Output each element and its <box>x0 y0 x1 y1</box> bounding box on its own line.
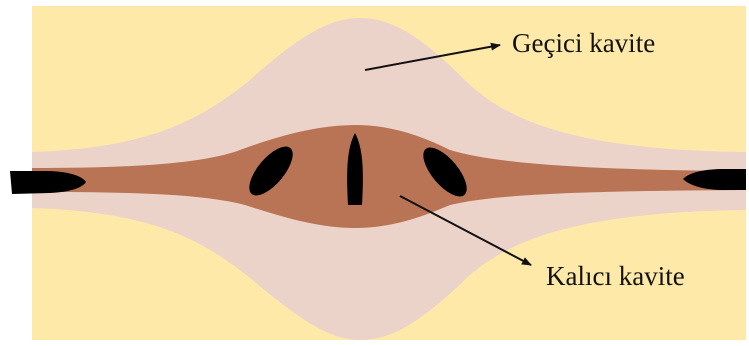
permanent-cavity-label: Kalıcı kavite <box>546 261 685 291</box>
temporary-cavity-label: Geçici kavite <box>512 28 655 58</box>
